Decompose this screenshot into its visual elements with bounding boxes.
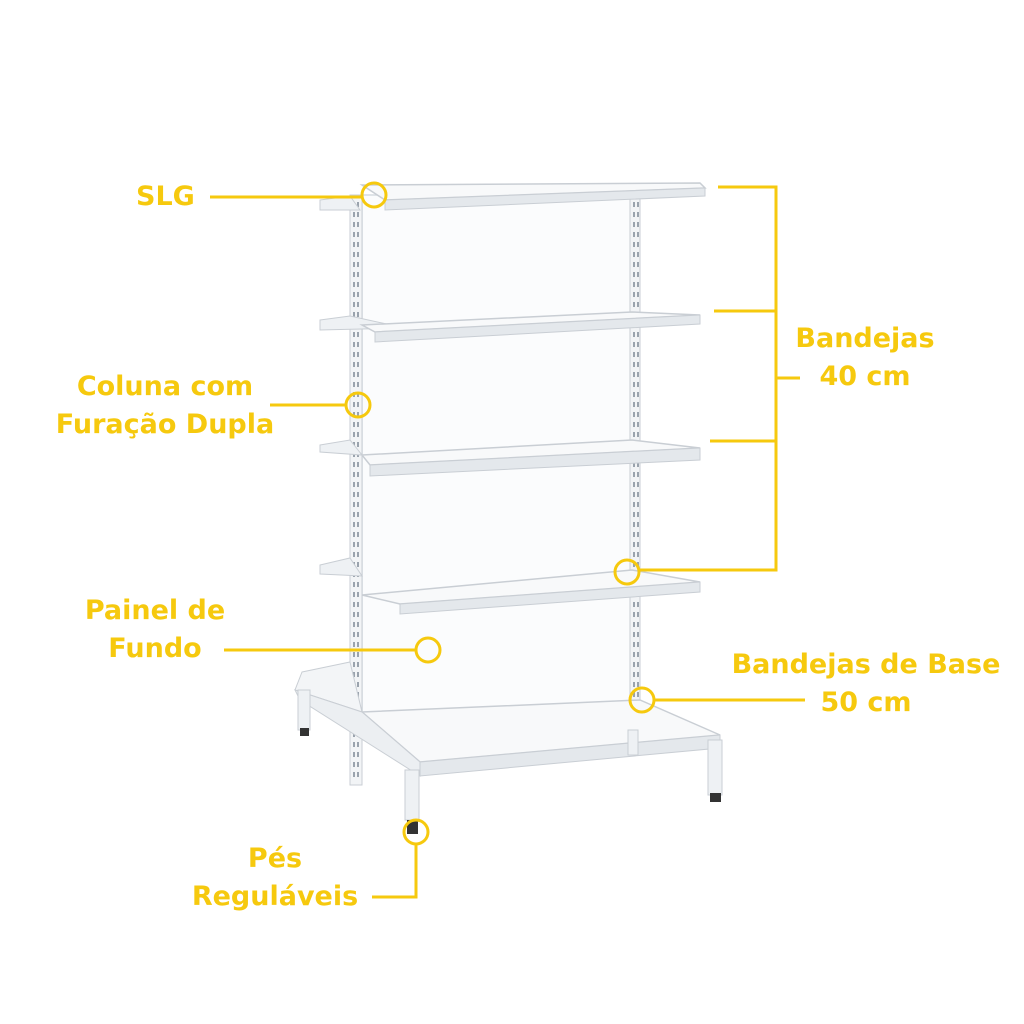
label-coluna: Coluna com Furação Dupla [55, 371, 275, 440]
base-deck [294, 661, 723, 834]
foot-left [300, 728, 309, 736]
label-pes: Pés Reguláveis [191, 843, 359, 912]
slg-marker [360, 181, 388, 209]
label-base: Bandejas de Base 50 cm [731, 649, 1001, 718]
label-painel: Painel de Fundo [84, 595, 226, 664]
bandejas-marker [613, 558, 641, 586]
coluna-marker [344, 391, 372, 419]
label-slg: SLG [136, 181, 195, 212]
shelf-top [319, 182, 707, 211]
painel-marker [414, 636, 442, 664]
bandejas-bracket-top [640, 185, 778, 572]
foot-front [407, 820, 418, 834]
base-marker [628, 686, 656, 714]
callouts [210, 181, 805, 899]
label-bandejas: Bandejas 40 cm [795, 323, 935, 392]
shelf-3 [319, 439, 701, 477]
foot-right [710, 793, 721, 802]
shelf-2 [319, 311, 701, 343]
pes-leader-line [372, 844, 418, 899]
shelving-unit [294, 182, 723, 834]
